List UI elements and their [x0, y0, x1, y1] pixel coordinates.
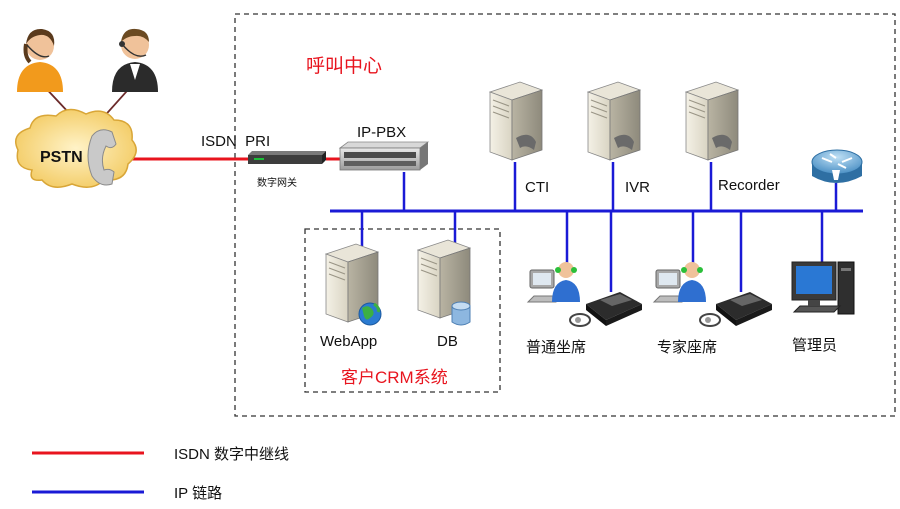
pstn-label: PSTN — [40, 149, 83, 166]
ivr-server-icon — [586, 81, 642, 161]
legend-isdn-label: ISDN 数字中继线 — [174, 446, 289, 463]
expert-person-icon — [652, 262, 706, 303]
digital-gateway-icon — [248, 151, 326, 164]
ip-pbx-label: IP-PBX — [357, 124, 406, 141]
admin-label: 管理员 — [792, 337, 837, 354]
admin-computer-icon — [791, 261, 855, 315]
globe-icon — [358, 302, 382, 326]
pstn-cloud-icon — [15, 108, 137, 188]
caller-man-icon — [112, 28, 158, 92]
cti-server-icon — [488, 81, 544, 161]
db-server-icon — [416, 239, 472, 319]
isdn-pri-label: ISDN PRI — [201, 133, 270, 150]
crm-title: 客户CRM系统 — [341, 368, 448, 387]
call-center-title: 呼叫中心 — [306, 55, 382, 77]
ip-pbx-icon — [338, 141, 430, 171]
router-icon — [811, 149, 863, 183]
recorder-label: Recorder — [718, 177, 780, 194]
database-cylinder-icon — [451, 301, 471, 326]
expert-desk-phone-icon — [699, 292, 772, 327]
desk-phone-icon — [569, 292, 642, 327]
crm-boundary — [304, 228, 501, 393]
expert-agent-label: 专家座席 — [657, 339, 717, 356]
legend-ip-label: IP 链路 — [174, 485, 222, 502]
agent-person-icon — [526, 262, 580, 303]
db-label: DB — [437, 333, 458, 350]
normal-agent-label: 普通坐席 — [526, 339, 586, 356]
recorder-server-icon — [684, 81, 740, 161]
gateway-label: 数字网关 — [257, 176, 297, 189]
caller-woman-icon — [17, 28, 63, 92]
ivr-label: IVR — [625, 179, 650, 196]
webapp-label: WebApp — [320, 333, 377, 350]
cti-label: CTI — [525, 179, 549, 196]
